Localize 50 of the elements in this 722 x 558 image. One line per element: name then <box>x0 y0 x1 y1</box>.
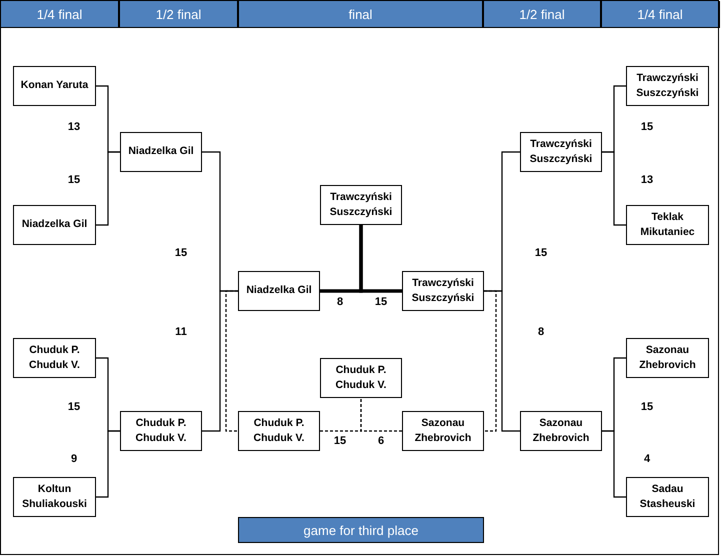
bracket-line <box>202 290 238 432</box>
round-header: 1/2 final <box>120 1 239 28</box>
score-label: 8 <box>538 326 544 338</box>
bracket-line <box>96 430 120 498</box>
bracket-line <box>359 225 402 293</box>
score-label: 11 <box>175 326 187 338</box>
score-label: 13 <box>68 121 80 133</box>
score-label: 13 <box>640 174 654 186</box>
team-box: Trawczyński Suszczyński <box>626 66 709 106</box>
section-banner: game for third place <box>238 517 484 543</box>
bracket-line <box>602 151 626 226</box>
round-header: 1/4 final <box>602 1 720 28</box>
bracket-line <box>360 398 402 432</box>
bracket-line <box>484 290 497 432</box>
round-header: 1/4 final <box>1 1 120 28</box>
team-box: Koltun Shuliakouski <box>13 477 96 517</box>
team-box: Niadzelka Gil <box>120 132 202 172</box>
team-box: Chuduk P. Chuduk V. <box>13 338 96 378</box>
team-box: Teklak Mikutaniec <box>626 205 709 245</box>
team-box: Chuduk P. Chuduk V. <box>320 358 402 398</box>
score-label: 15 <box>68 174 80 186</box>
team-box: Konan Yaruta <box>13 66 96 106</box>
round-header: 1/2 final <box>484 1 602 28</box>
team-box: Trawczyński Suszczyński <box>320 185 402 225</box>
team-box: Sazonau Zhebrovich <box>520 411 602 451</box>
team-box: Trawczyński Suszczyński <box>520 132 602 172</box>
score-label: 9 <box>70 453 78 465</box>
score-label: 15 <box>534 247 548 259</box>
team-box: Sadau Stasheuski <box>626 477 709 517</box>
score-label: 8 <box>336 296 344 308</box>
round-header: final <box>239 1 484 28</box>
team-box: Chuduk P. Chuduk V. <box>120 411 202 451</box>
bracket-line <box>602 430 626 498</box>
score-label: 4 <box>644 453 650 465</box>
team-box: Trawczyński Suszczyński <box>402 271 484 311</box>
team-box: Sazonau Zhebrovich <box>626 338 709 378</box>
team-box: Chuduk P. Chuduk V. <box>238 411 320 451</box>
bracket-line <box>225 290 238 432</box>
score-label: 15 <box>174 247 188 259</box>
score-label: 15 <box>68 401 80 413</box>
team-box: Sazonau Zhebrovich <box>402 411 484 451</box>
team-box: Niadzelka Gil <box>238 271 320 311</box>
team-box: Niadzelka Gil <box>13 205 96 245</box>
score-label: 15 <box>334 435 346 447</box>
score-label: 15 <box>640 401 654 413</box>
score-label: 6 <box>378 435 384 447</box>
score-label: 15 <box>374 296 388 308</box>
bracket-line <box>484 290 520 432</box>
score-label: 15 <box>640 121 654 133</box>
bracket-line <box>96 151 120 226</box>
